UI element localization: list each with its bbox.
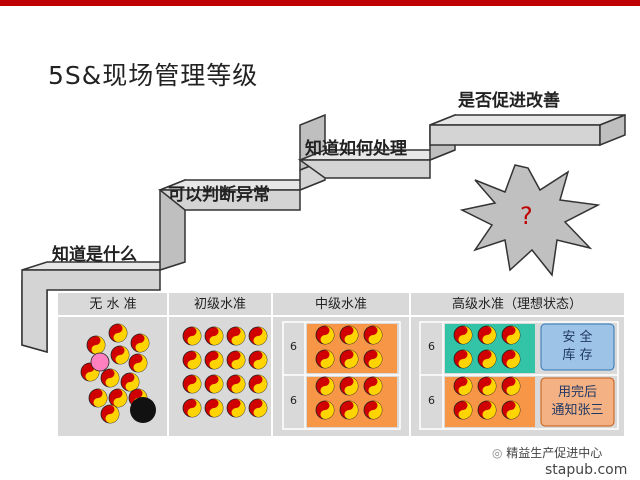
ball bbox=[315, 400, 335, 420]
ball bbox=[120, 372, 140, 392]
notify-box bbox=[540, 377, 615, 427]
ball bbox=[501, 376, 521, 396]
stair-label-4: 是否促进改善 bbox=[458, 91, 560, 111]
question-mark: ? bbox=[520, 202, 533, 230]
ball bbox=[248, 374, 268, 394]
watermark-account-text: 精益生产促进中心 bbox=[506, 446, 603, 460]
ball bbox=[182, 374, 202, 394]
ball bbox=[501, 325, 521, 345]
ball bbox=[182, 398, 202, 418]
step-2-front bbox=[157, 189, 301, 211]
ball bbox=[339, 376, 359, 396]
high-count-top: 6 bbox=[428, 340, 435, 353]
ball bbox=[86, 335, 106, 355]
ball bbox=[501, 349, 521, 369]
safe-stock-label: 安 全 库 存 bbox=[562, 330, 593, 363]
ball bbox=[339, 400, 359, 420]
ball bbox=[108, 323, 128, 343]
starburst-shape bbox=[459, 164, 601, 277]
ball bbox=[315, 325, 335, 345]
page-title: 5S&现场管理等级 bbox=[48, 61, 259, 90]
wechat-icon: ◎ bbox=[492, 446, 507, 460]
ball bbox=[339, 325, 359, 345]
ball bbox=[339, 349, 359, 369]
ball bbox=[248, 398, 268, 418]
col-header-high: 高级水准（理想状态） bbox=[451, 297, 582, 312]
col-header-none: 无 水 准 bbox=[89, 297, 137, 312]
stair-label-3: 知道如何处理 bbox=[305, 139, 407, 159]
notify-label: 用完后 通知张三 bbox=[551, 385, 604, 418]
ball bbox=[100, 368, 120, 388]
ball bbox=[453, 349, 473, 369]
mid-count-bottom: 6 bbox=[290, 394, 297, 407]
step-4-end bbox=[599, 113, 626, 147]
ball bbox=[453, 400, 473, 420]
ball-group bbox=[80, 323, 521, 424]
ball bbox=[130, 333, 150, 353]
ball bbox=[501, 400, 521, 420]
ball bbox=[100, 404, 120, 424]
ball bbox=[108, 388, 128, 408]
ball bbox=[226, 326, 246, 346]
ball bbox=[477, 400, 497, 420]
ball bbox=[128, 353, 148, 373]
ball bbox=[477, 376, 497, 396]
safe-stock-box bbox=[540, 323, 615, 371]
ball bbox=[477, 325, 497, 345]
high-count-bottom: 6 bbox=[428, 394, 435, 407]
ball bbox=[226, 398, 246, 418]
ball bbox=[248, 350, 268, 370]
watermark-site: stapub.com bbox=[545, 462, 628, 478]
ball bbox=[204, 350, 224, 370]
ball bbox=[477, 349, 497, 369]
ball bbox=[453, 376, 473, 396]
stair-label-1: 知道是什么 bbox=[52, 245, 137, 265]
ball bbox=[315, 349, 335, 369]
ball bbox=[226, 374, 246, 394]
ball bbox=[363, 325, 383, 345]
ball bbox=[110, 345, 130, 365]
ball bbox=[182, 326, 202, 346]
pink-ball bbox=[90, 352, 110, 372]
ball bbox=[363, 400, 383, 420]
stair-label-2: 可以判断异常 bbox=[168, 185, 270, 205]
ball bbox=[315, 376, 335, 396]
col-header-mid: 中级水准 bbox=[314, 297, 367, 312]
ball bbox=[363, 349, 383, 369]
ball bbox=[248, 326, 268, 346]
ball bbox=[204, 326, 224, 346]
col-header-basic: 初级水准 bbox=[193, 297, 246, 312]
ball bbox=[363, 376, 383, 396]
black-ball bbox=[130, 397, 156, 423]
top-accent-bar bbox=[0, 0, 640, 6]
ball bbox=[204, 374, 224, 394]
ball bbox=[88, 388, 108, 408]
ball bbox=[204, 398, 224, 418]
ball bbox=[182, 350, 202, 370]
watermark-account: ◎ 精益生产促进中心 bbox=[492, 444, 602, 461]
ball bbox=[453, 325, 473, 345]
ball bbox=[226, 350, 246, 370]
step-3-front bbox=[297, 159, 431, 179]
mid-count-top: 6 bbox=[290, 340, 297, 353]
